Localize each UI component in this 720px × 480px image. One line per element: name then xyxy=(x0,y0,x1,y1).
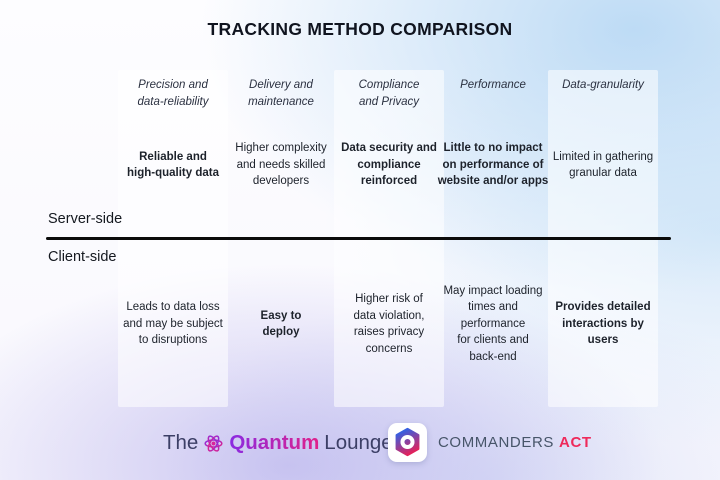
cell-client-performance: May impact loading times and performance… xyxy=(443,284,543,363)
column-header-performance: Performance xyxy=(460,79,526,91)
quantum-lounge-the: The xyxy=(163,431,199,454)
column-header-delivery: Delivery and maintenance xyxy=(248,79,314,108)
quantum-lounge-quantum: Quantum xyxy=(229,431,320,454)
row-label-client-side: Client-side xyxy=(48,249,117,265)
page-title: TRACKING METHOD COMPARISON xyxy=(207,19,513,39)
cell-server-precision: Reliable and high-quality data xyxy=(127,150,219,180)
commanders-act-name: COMMANDERS xyxy=(438,433,555,451)
row-divider-line xyxy=(46,237,671,240)
cell-client-compliance: Higher risk of data violation, raises pr… xyxy=(353,293,425,355)
column-header-compliance: Compliance and Privacy xyxy=(358,79,420,108)
commanders-act-logo: COMMANDERS ACT xyxy=(388,421,592,463)
hexagon-ring-icon xyxy=(388,422,427,462)
column-header-granularity: Data-granularity xyxy=(562,79,644,91)
cell-client-delivery: Easy to deploy xyxy=(260,309,302,339)
row-label-server-side: Server-side xyxy=(48,211,123,227)
cell-server-granularity: Limited in gathering granular data xyxy=(552,150,654,180)
cell-server-compliance: Data security and compliance reinforced xyxy=(341,142,437,188)
cell-server-delivery: Higher complexity and needs skilled deve… xyxy=(235,142,327,188)
cell-client-granularity: Provides detailed interactions by users xyxy=(555,301,651,347)
quantum-lounge-logo: The Quantum Lounge xyxy=(163,430,393,456)
atom-icon xyxy=(203,433,224,454)
commanders-act-accent: ACT xyxy=(559,433,592,451)
quantum-lounge-lounge: Lounge xyxy=(324,431,393,454)
cell-client-precision: Leads to data loss and may be subject to… xyxy=(123,301,223,347)
cell-server-performance: Little to no impact on performance of we… xyxy=(437,142,549,188)
column-header-precision: Precision and data-reliability xyxy=(137,79,209,108)
